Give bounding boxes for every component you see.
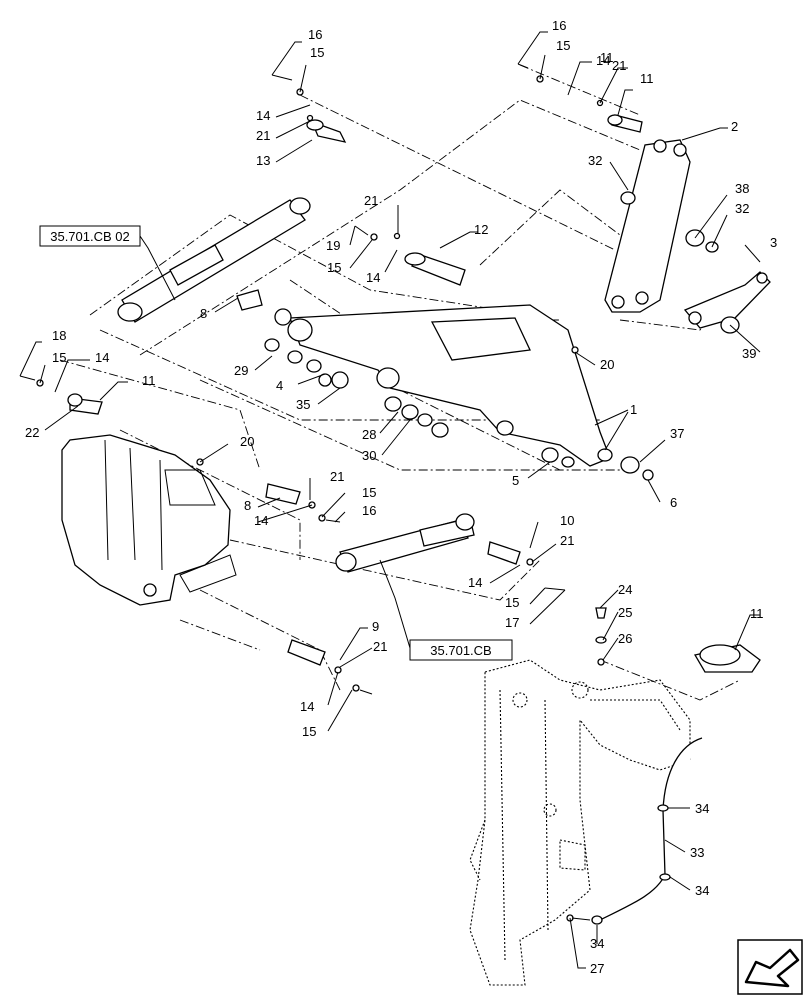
callout: 18 (52, 328, 66, 343)
callout: 12 (474, 222, 488, 237)
callout: 28 (362, 427, 376, 442)
callout: 14 (366, 270, 380, 285)
pins (67, 114, 761, 673)
callout: 30 (362, 448, 376, 463)
callouts: 1 2 3 4 5 6 8 8 9 10 11 11 11 11 12 13 1… (25, 18, 777, 976)
callout: 24 (618, 582, 632, 597)
callout: 39 (742, 346, 756, 361)
loader-tower-left (61, 434, 237, 606)
arrow-icon[interactable] (737, 939, 803, 995)
callout: 11 (142, 373, 156, 388)
callout: 11 (600, 50, 614, 65)
callout: 26 (618, 631, 632, 646)
callout: 27 (590, 961, 604, 976)
callout: 33 (690, 845, 704, 860)
callout: 2 (731, 119, 738, 134)
upper-cylinder (117, 197, 311, 323)
callout: 11 (750, 606, 764, 621)
callout: 14 (468, 575, 482, 590)
callout: 16 (552, 18, 566, 33)
callout: 21 (612, 58, 626, 73)
callout: 14 (300, 699, 314, 714)
bellcrank-part-1 (287, 304, 613, 467)
grease-hose-part-33 (591, 737, 703, 925)
callout: 17 (505, 615, 519, 630)
loader-tower-right (469, 659, 691, 986)
callout: 10 (560, 513, 574, 528)
callout: 8 (200, 306, 207, 321)
link-part-2 (604, 139, 691, 313)
small-hardware (19, 63, 607, 922)
callout: 15 (505, 595, 519, 610)
callout: 4 (276, 378, 283, 393)
callout: 21 (364, 193, 378, 208)
callout: 35 (296, 397, 310, 412)
callout: 15 (556, 38, 570, 53)
callout: 1 (630, 402, 637, 417)
callout: 21 (373, 639, 387, 654)
callout: 38 (735, 181, 749, 196)
callout: 20 (600, 357, 614, 372)
ref-box-1[interactable] (39, 225, 141, 247)
callout: 15 (302, 724, 316, 739)
callout: 9 (372, 619, 379, 634)
callout: 13 (256, 153, 270, 168)
callout: 21 (256, 128, 270, 143)
callout: 25 (618, 605, 632, 620)
callout: 16 (308, 27, 322, 42)
callout: 15 (327, 260, 341, 275)
callout: 21 (330, 469, 344, 484)
callout: 16 (362, 503, 376, 518)
lower-cylinder (335, 513, 475, 573)
reference-label[interactable]: 35.701.CB (430, 643, 491, 658)
callout: 5 (512, 473, 519, 488)
leader-lines (19, 31, 761, 969)
callout: 6 (670, 495, 677, 510)
callout: 15 (52, 350, 66, 365)
callout: 3 (770, 235, 777, 250)
callout: 34 (695, 883, 709, 898)
callout: 14 (254, 513, 268, 528)
callout: 20 (240, 434, 254, 449)
callout: 32 (588, 153, 602, 168)
callout: 22 (25, 425, 39, 440)
callout: 15 (310, 45, 324, 60)
callout: 8 (244, 498, 251, 513)
callout: 14 (256, 108, 270, 123)
callout: 21 (560, 533, 574, 548)
callout: 15 (362, 485, 376, 500)
callout: 11 (640, 71, 654, 86)
callout: 32 (735, 201, 749, 216)
link-part-3 (683, 271, 771, 329)
callout: 14 (596, 53, 610, 68)
callout: 34 (590, 936, 604, 951)
reference-boxes: 35.701.CB 02 35.701.CB (39, 225, 513, 661)
callout: 19 (326, 238, 340, 253)
ref-box-2[interactable] (409, 639, 513, 661)
callout: 37 (670, 426, 684, 441)
callout: 14 (95, 350, 109, 365)
callout: 29 (234, 363, 248, 378)
reference-label[interactable]: 35.701.CB 02 (50, 229, 130, 244)
callout: 34 (695, 801, 709, 816)
